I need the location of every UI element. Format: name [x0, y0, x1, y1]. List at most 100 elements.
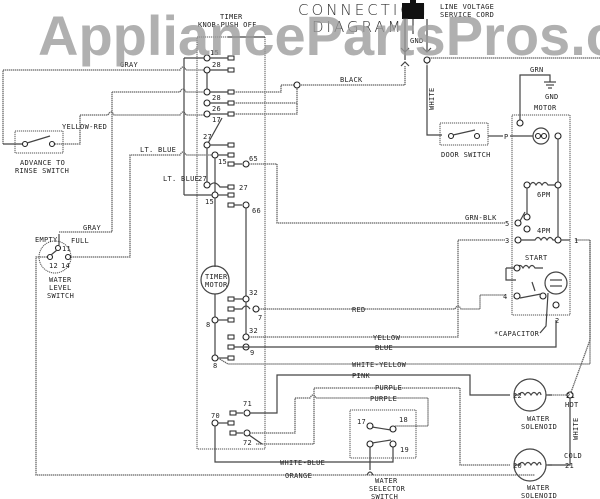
washer-motor: MOTOR P 6PM 5 4PM 3 1 START [494, 104, 579, 338]
center-wiring: BLACK GRN-BLK RED YELLOW BLUE WHITE-YELL… [214, 66, 591, 476]
terminal-8b: 8 [213, 362, 218, 370]
motor-icon [532, 127, 550, 145]
timer: TIMER KNOB-PUSH OFF 15 28 28 26 17 27 [196, 13, 266, 450]
water-level-full: FULL [71, 237, 89, 245]
water-level-t12: 12 [49, 262, 58, 270]
terminal-17: 17 [212, 116, 221, 124]
plug-icon [402, 3, 424, 19]
cold-water-solenoid: 20 21 COLD WATER SOLENOID [513, 448, 582, 499]
water-level-empty: EMPTY [35, 236, 58, 244]
motor-t2: 2 [555, 317, 560, 325]
left-wiring: GRAY YELLOW-RED GRAY LT. BLUE LT. BLUE O… [2, 57, 535, 480]
cold-solenoid-t21: 21 [565, 462, 574, 470]
wire-label-grn-blk: GRN-BLK [465, 214, 497, 222]
water-level-switch: EMPTY FULL 11 12 14 WATER LEVEL SWITCH [35, 234, 89, 300]
watermark: AppliancePartsPros.com [38, 4, 600, 67]
motor-t4: 4 [503, 293, 508, 301]
wire-label-white-top: WHITE [428, 87, 436, 110]
terminal-27a: 27 [203, 133, 212, 141]
water-level-label-1: WATER [49, 276, 72, 284]
wire-label-purple-1: PURPLE [375, 384, 402, 392]
selector-label-2: SELECTOR [369, 485, 406, 493]
hot-solenoid-t21: 21 [566, 392, 575, 400]
selector-t19: 19 [400, 446, 409, 454]
water-level-t14: 14 [61, 262, 70, 270]
advance-switch-label-2: RINSE SWITCH [15, 167, 69, 175]
service-cord-label-1: LINE VOLTAGE [440, 3, 494, 11]
motor-start-label: START [525, 254, 548, 262]
motor-4pm: 4PM [537, 227, 551, 235]
selector-label-3: SWITCH [371, 493, 398, 499]
hot-solenoid-label-2: SOLENOID [521, 423, 557, 431]
wire-label-lt-blue-2: LT. BLUE [163, 175, 199, 183]
wire-label-lt-blue-1: LT. BLUE [140, 146, 176, 154]
hot-water-solenoid: 22 21 HOT WATER SOLENOID [513, 378, 579, 431]
terminal-15a: 15 [210, 49, 219, 57]
motor-label: MOTOR [534, 104, 557, 112]
motor-p: P [504, 133, 509, 141]
terminal-27b: 27 [198, 175, 207, 183]
terminal-28a: 28 [212, 61, 221, 69]
selector-t17: 17 [357, 418, 366, 426]
cold-solenoid-label-1: WATER [527, 484, 550, 492]
door-switch-label: DOOR SWITCH [441, 151, 491, 159]
terminal-32b: 32 [249, 327, 258, 335]
terminal-71: 71 [243, 400, 252, 408]
cold-solenoid-label-2: SOLENOID [521, 492, 557, 499]
motor-t5: 5 [505, 220, 510, 228]
hot-solenoid-hot: HOT [565, 401, 579, 409]
diagram-title-line1: CONNECTION [298, 1, 429, 19]
wire-label-orange: ORANGE [285, 472, 312, 480]
timer-motor-label-1: TIMER [205, 273, 228, 281]
timer-label-1: TIMER [220, 13, 243, 21]
service-cord-label-2: SERVICE CORD [440, 11, 494, 19]
timer-label-2: KNOB-PUSH OFF [198, 21, 257, 29]
terminal-32a: 32 [249, 289, 258, 297]
service-cord-plug: LINE VOLTAGE SERVICE CORD GND [400, 0, 494, 67]
terminal-15c: 15 [205, 198, 214, 206]
right-wiring: WHITE GRN GND WHITE [423, 56, 600, 466]
terminal-66: 66 [252, 207, 261, 215]
diagram-title-line2: DIAGRAM [312, 18, 404, 36]
advance-to-rinse-switch: ADVANCE TO RINSE SWITCH [14, 130, 69, 175]
wire-label-yellow-red: YELLOW-RED [62, 123, 107, 131]
cold-solenoid-cold: COLD [564, 452, 582, 460]
water-level-t11: 11 [62, 245, 71, 253]
motor-6pm: 6PM [537, 191, 551, 199]
terminal-26: 26 [212, 105, 221, 113]
timer-terminals-upper: 15 28 28 26 17 27 15 65 [198, 49, 261, 296]
wire-label-white-right: WHITE [572, 417, 580, 440]
terminal-65: 65 [249, 155, 258, 163]
capacitor-label: *CAPACITOR [494, 330, 540, 338]
terminal-27c: 27 [239, 184, 248, 192]
wire-label-red: RED [352, 306, 366, 314]
wire-label-white-yellow: WHITE-YELLOW [352, 361, 407, 369]
terminal-8a: 8 [206, 321, 211, 329]
terminal-72: 72 [243, 439, 252, 447]
wire-label-gray-level: GRAY [83, 224, 102, 232]
hot-solenoid-t22: 22 [513, 392, 522, 400]
wire-label-grn: GRN [530, 66, 544, 74]
water-level-label-3: SWITCH [47, 292, 74, 300]
timer-box [196, 36, 266, 450]
wire-label-black: BLACK [340, 76, 363, 84]
terminal-70: 70 [211, 412, 220, 420]
terminal-7: 7 [258, 314, 263, 322]
wire-label-blue: BLUE [375, 344, 393, 352]
motor-t1: 1 [574, 237, 579, 245]
water-level-label-2: LEVEL [49, 284, 72, 292]
selector-t18: 18 [399, 416, 408, 424]
door-switch: DOOR SWITCH [439, 122, 503, 159]
wire-label-yellow: YELLOW [373, 334, 401, 342]
motor-gnd-label: GND [545, 93, 559, 101]
wire-label-pink: PINK [352, 372, 371, 380]
cold-solenoid-t20: 20 [513, 462, 522, 470]
cord-gnd-label: GND [410, 37, 424, 45]
advance-switch-label-1: ADVANCE TO [20, 159, 65, 167]
terminal-15b: 15 [218, 158, 227, 166]
terminal-28b: 28 [212, 94, 221, 102]
selector-label-1: WATER [375, 477, 398, 485]
wire-label-purple-2: PURPLE [370, 395, 397, 403]
motor-t3: 3 [505, 237, 510, 245]
